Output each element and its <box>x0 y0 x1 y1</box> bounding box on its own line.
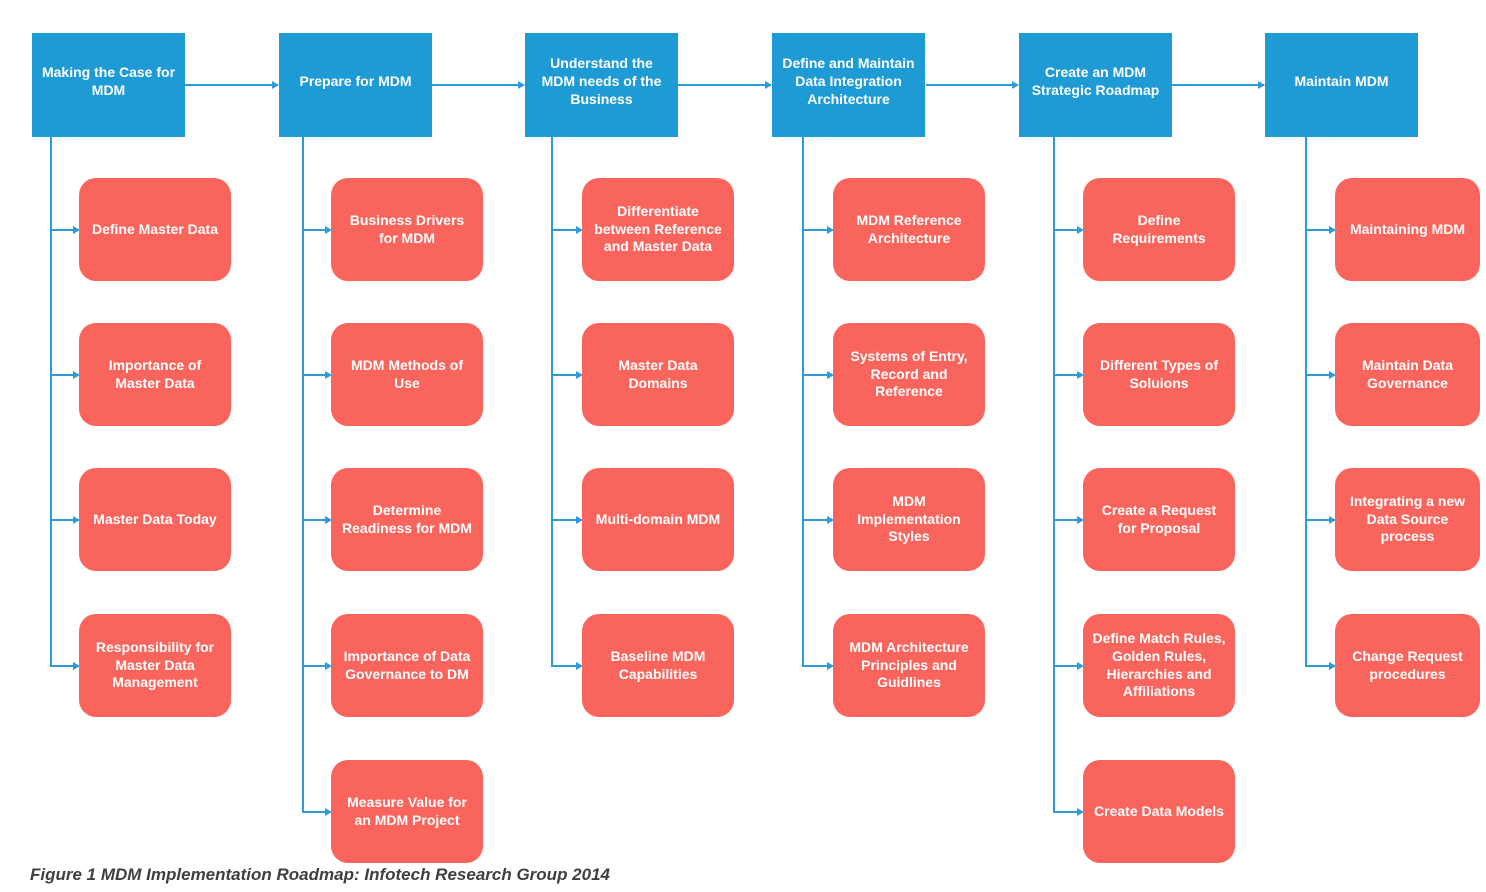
phase-5-header: Create an MDM Strategic Roadmap <box>1019 33 1172 137</box>
phase-4-header: Define and Maintain Data Integration Arc… <box>772 33 925 137</box>
step-box: Multi-domain MDM <box>582 468 734 571</box>
connector-arrow <box>802 662 834 670</box>
step-box: Maintain Data Governance <box>1335 323 1480 426</box>
connector-arrow <box>1305 371 1336 379</box>
connector-arrow <box>551 226 583 234</box>
connector-vertical-line <box>1305 137 1307 666</box>
step-box: Define Requirements <box>1083 178 1235 281</box>
step-box: MDM Architecture Principles and Guidline… <box>833 614 985 717</box>
step-box: MDM Reference Architecture <box>833 178 985 281</box>
figure-caption: Figure 1 MDM Implementation Roadmap: Inf… <box>30 865 610 884</box>
connector-arrow <box>302 808 332 816</box>
connector-arrow <box>551 516 583 524</box>
connector-arrow <box>551 662 583 670</box>
step-box: Systems of Entry, Record and Reference <box>833 323 985 426</box>
step-box: Change Request procedures <box>1335 614 1480 717</box>
connector-arrow <box>1053 808 1084 816</box>
connector-arrow <box>1053 371 1084 379</box>
connector-arrow <box>802 516 834 524</box>
phase-connector-arrow-3-4 <box>678 81 772 89</box>
step-box: Baseline MDM Capabilities <box>582 614 734 717</box>
connector-vertical-line <box>50 137 52 666</box>
connector-arrow <box>302 226 332 234</box>
phase-connector-arrow-2-3 <box>432 81 525 89</box>
connector-vertical-line <box>1053 137 1055 812</box>
step-box: Master Data Today <box>79 468 231 571</box>
connector-arrow <box>302 516 332 524</box>
phase-connector-arrow-4-5 <box>926 81 1019 89</box>
connector-arrow <box>802 226 834 234</box>
step-box: Different Types of Soluions <box>1083 323 1235 426</box>
step-box: Master Data Domains <box>582 323 734 426</box>
phase-2-header: Prepare for MDM <box>279 33 432 137</box>
connector-arrow <box>1053 516 1084 524</box>
step-box: Define Match Rules, Golden Rules, Hierar… <box>1083 614 1235 717</box>
step-box: Business Drivers for MDM <box>331 178 483 281</box>
phase-connector-arrow-5-6 <box>1172 81 1265 89</box>
connector-arrow <box>302 662 332 670</box>
connector-arrow <box>50 371 80 379</box>
step-box: Maintaining MDM <box>1335 178 1480 281</box>
connector-arrow <box>302 371 332 379</box>
connector-vertical-line <box>551 137 553 666</box>
step-box: Measure Value for an MDM Project <box>331 760 483 863</box>
connector-vertical-line <box>302 137 304 812</box>
connector-arrow <box>50 662 80 670</box>
step-box: Integrating a new Data Source process <box>1335 468 1480 571</box>
step-box: Define Master Data <box>79 178 231 281</box>
connector-arrow <box>1053 226 1084 234</box>
phase-3-header: Understand the MDM needs of the Business <box>525 33 678 137</box>
step-box: Responsibility for Master Data Managemen… <box>79 614 231 717</box>
phase-6-header: Maintain MDM <box>1265 33 1418 137</box>
connector-vertical-line <box>802 137 804 666</box>
connector-arrow <box>1053 662 1084 670</box>
connector-arrow <box>50 516 80 524</box>
step-box: Determine Readiness for MDM <box>331 468 483 571</box>
connector-arrow <box>1305 662 1336 670</box>
step-box: Create Data Models <box>1083 760 1235 863</box>
step-box: Differentiate between Reference and Mast… <box>582 178 734 281</box>
connector-arrow <box>50 226 80 234</box>
step-box: Importance of Data Governance to DM <box>331 614 483 717</box>
phase-connector-arrow-1-2 <box>185 81 279 89</box>
connector-arrow <box>802 371 834 379</box>
phase-1-header: Making the Case for MDM <box>32 33 185 137</box>
connector-arrow <box>551 371 583 379</box>
connector-arrow <box>1305 516 1336 524</box>
step-box: Create a Request for Proposal <box>1083 468 1235 571</box>
step-box: MDM Implementation Styles <box>833 468 985 571</box>
step-box: MDM Methods of Use <box>331 323 483 426</box>
connector-arrow <box>1305 226 1336 234</box>
step-box: Importance of Master Data <box>79 323 231 426</box>
